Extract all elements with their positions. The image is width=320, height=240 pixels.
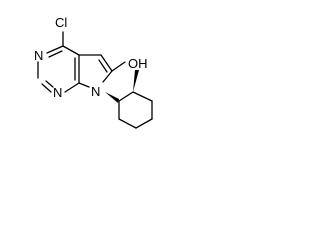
bond-c2prime-c3prime — [132, 91, 153, 102]
wedge-bond-c2prime-oh — [133, 70, 139, 92]
bond-c7a-n1 — [64, 82, 80, 93]
atom-label-nitrogen-top: N — [34, 48, 43, 63]
bond-c5-c6 — [100, 54, 113, 72]
bond-c6-methyl — [111, 61, 126, 72]
wedge-bond-n7-c1prime — [105, 92, 119, 103]
bond-n1-c2 — [41, 83, 52, 93]
atom-label-hydroxyl: OH — [128, 56, 148, 71]
bond-c1prime-c2prime — [118, 91, 134, 102]
bond-c5prime-c6prime — [118, 118, 137, 129]
bond-n3-c4 — [46, 45, 64, 54]
atom-label-nitrogen-pyrrole: N — [91, 84, 100, 99]
bond-n1-c2-inner — [45, 80, 54, 88]
bond-c4-c4a — [62, 45, 80, 56]
bond-c4prime-c5prime — [135, 118, 153, 129]
bond-n3-c4-inner — [48, 50, 63, 58]
chemical-structure-diagram: Cl N N N OH — [34, 15, 153, 129]
bond-c5-c6-inner — [98, 59, 108, 73]
atom-label-nitrogen-bottom: N — [53, 85, 62, 100]
bond-n7-c7a — [78, 82, 90, 88]
bond-c6-n7 — [102, 70, 113, 83]
atom-label-chlorine: Cl — [55, 15, 67, 30]
